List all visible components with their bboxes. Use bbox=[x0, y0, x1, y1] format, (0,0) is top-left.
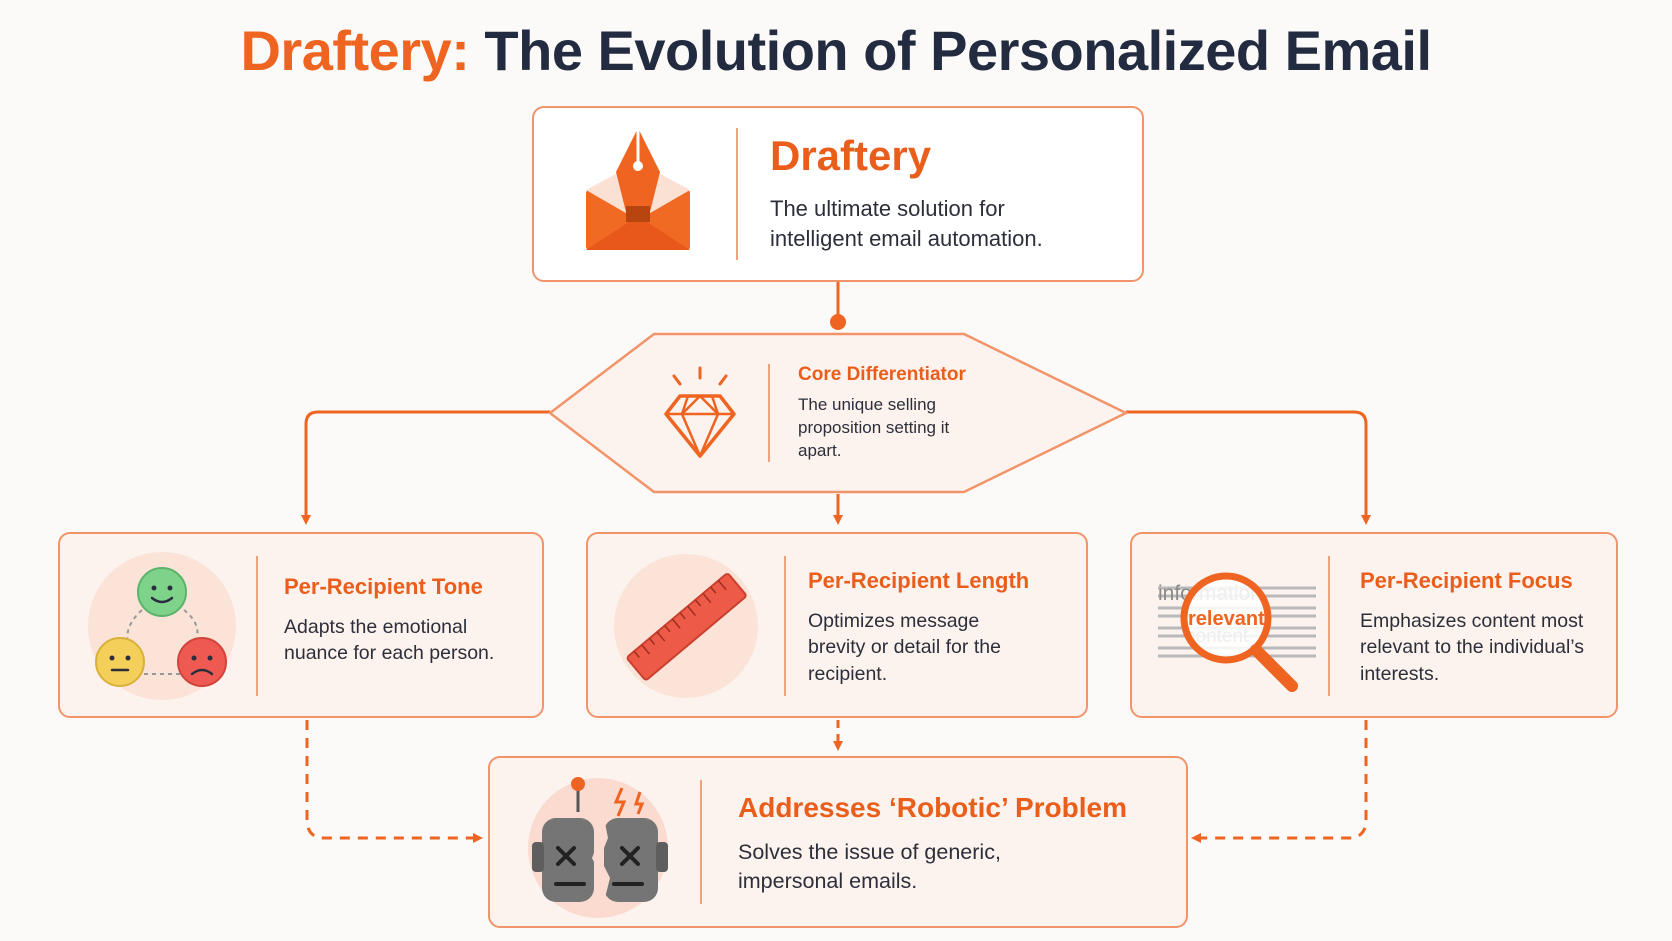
robotic-problem-description: Solves the issue of generic, impersonal … bbox=[738, 840, 1001, 894]
core-differentiator-description: The unique selling proposition setting i… bbox=[798, 395, 950, 460]
feature-tone-description: Adapts the emotional nuance for each per… bbox=[284, 616, 495, 665]
magnifier-icon: information content relevant bbox=[1156, 558, 1316, 698]
ruler-icon bbox=[612, 552, 760, 700]
draftery-node: Draftery The ultimate solution for intel… bbox=[532, 106, 1144, 282]
draftery-description: The ultimate solution for intelligent em… bbox=[770, 196, 1043, 251]
core-differentiator-heading: Core Differentiator bbox=[798, 364, 966, 385]
feature-length-node: Per-Recipient Length Optimizes message b… bbox=[586, 532, 1088, 718]
diamond-icon bbox=[660, 362, 740, 462]
feature-length-heading: Per-Recipient Length bbox=[808, 568, 1030, 593]
feature-focus-description: Emphasizes content most relevant to the … bbox=[1360, 610, 1585, 685]
title-brand: Draftery: bbox=[240, 19, 470, 82]
emotion-faces-icon bbox=[84, 552, 240, 700]
page-title: Draftery: The Evolution of Personalized … bbox=[0, 18, 1672, 83]
core-differentiator-shape bbox=[547, 332, 1129, 494]
feature-length-description: Optimizes message brevity or detail for … bbox=[808, 610, 1001, 685]
pen-envelope-icon bbox=[574, 120, 694, 260]
feature-focus-heading: Per-Recipient Focus bbox=[1360, 568, 1573, 593]
feature-focus-node: information content relevant Per-Recipie… bbox=[1130, 532, 1618, 718]
draftery-heading: Draftery bbox=[770, 132, 932, 179]
magnifier-word-relevant: relevant bbox=[1188, 608, 1265, 630]
feature-tone-node: Per-Recipient Tone Adapts the emotional … bbox=[58, 532, 544, 718]
robotic-problem-heading: Addresses ‘Robotic’ Problem bbox=[738, 792, 1127, 823]
broken-robot-icon bbox=[518, 768, 678, 918]
robotic-problem-node: Addresses ‘Robotic’ Problem Solves the i… bbox=[488, 756, 1188, 928]
title-rest: The Evolution of Personalized Email bbox=[484, 19, 1432, 82]
feature-tone-heading: Per-Recipient Tone bbox=[284, 574, 483, 599]
